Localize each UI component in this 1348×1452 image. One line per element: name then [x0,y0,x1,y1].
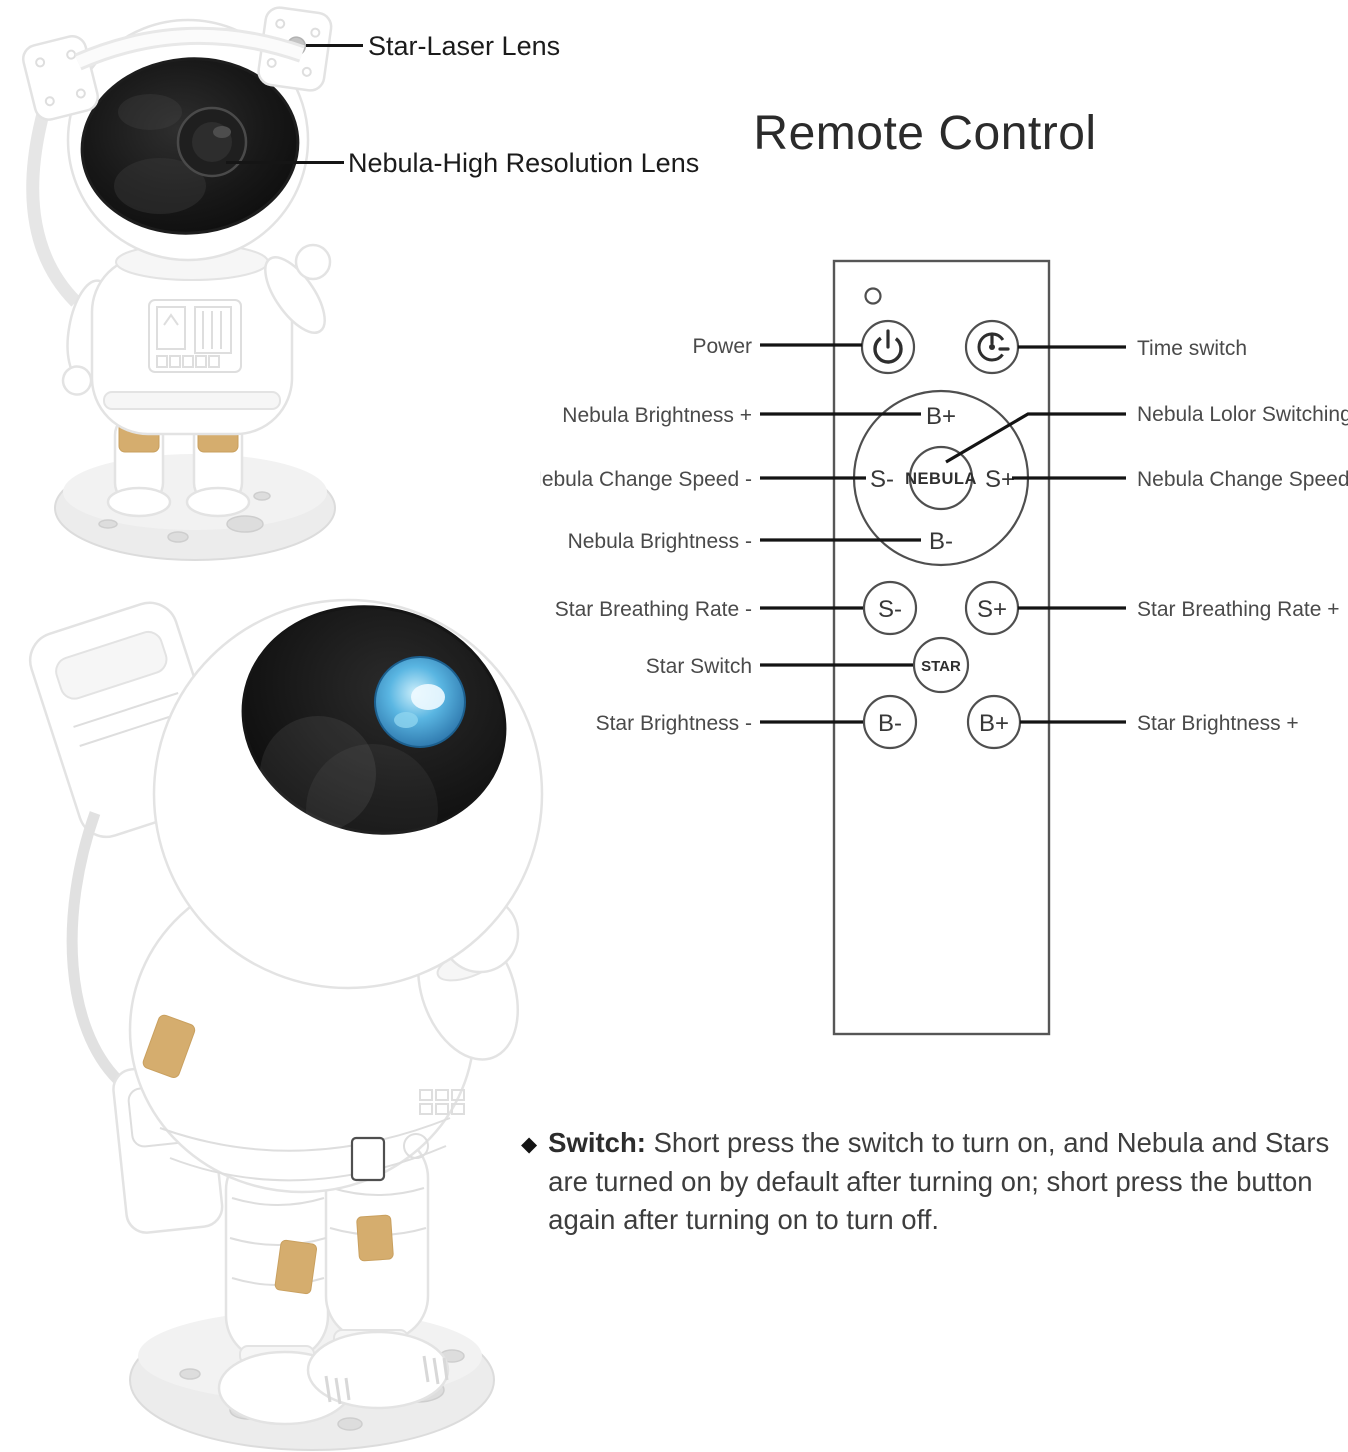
label-power: Power [692,335,752,358]
star-button-s-minus: S- [862,580,918,636]
star-switch-button: STAR [912,636,970,694]
star-button-s-plus: S+ [964,580,1020,636]
label-nebula-change-speed-plus: Nebula Change Speed + [1137,468,1348,491]
label-star-brightness-plus: Star Brightness + [1137,712,1299,735]
remote-labels-left: Power Nebula Brightness + Nebula Change … [540,335,752,735]
nebula-dial: B+ S- NEBULA S+ B- [852,389,1030,567]
star-laser-lens-label: Star-Laser Lens [368,31,561,61]
svg-text:S+: S+ [977,596,1007,623]
power-icon [873,329,903,364]
time-switch-button [964,319,1020,375]
timer-clock-icon [977,332,1010,362]
label-time-switch: Time switch [1137,337,1247,360]
label-nebula-color-switching: Nebula Lolor Switching [1137,403,1348,426]
diamond-bullet: ◆ [521,1133,538,1156]
star-button-b-plus: B+ [966,694,1022,750]
power-button [860,319,916,375]
label-star-breathing-rate-plus: Star Breathing Rate + [1137,598,1340,621]
switch-note-label: Switch: [548,1127,646,1158]
svg-text:S-: S- [878,596,902,623]
chest-control-panel-top [148,299,242,373]
callout-line-nebula-lens [226,161,344,164]
nebula-lens-glow [374,656,466,748]
callout-lines-left [760,343,921,724]
remote-control-title: Remote Control [753,107,1097,160]
label-star-breathing-rate-minus: Star Breathing Rate - [555,598,752,621]
switch-note: ◆ Switch: Short press the switch to turn… [521,1124,1348,1240]
star-button-b-minus: B- [862,694,918,750]
callout-lines-right [945,345,1126,724]
svg-text:STAR: STAR [921,658,961,675]
dial-s-plus: S+ [985,466,1015,493]
remote-labels-right: Time switch Nebula Lolor Switching Nebul… [1137,337,1348,735]
switch-note-text: Switch: Short press the switch to turn o… [548,1124,1346,1240]
nebula-lens-label: Nebula-High Resolution Lens [348,148,700,178]
shoulder-strap-top [26,108,81,307]
callout-line-star-laser [306,44,363,47]
svg-text:B+: B+ [979,710,1009,737]
dial-nebula-label: NEBULA [905,470,977,488]
label-star-switch: Star Switch [646,655,752,678]
label-nebula-brightness-plus: Nebula Brightness + [562,404,752,427]
astronaut-product-photo-top [21,6,336,561]
astronaut-right-arm-top [264,243,332,334]
astronaut-product-photo-bottom [28,598,544,1451]
label-nebula-change-speed-minus: Nebula Change Speed - [540,468,752,491]
switch-note-body: Short press the switch to turn on, and N… [548,1127,1330,1235]
nebula-lens-top [176,106,248,178]
nebula-center-button [908,445,974,511]
svg-text:B-: B- [878,710,902,737]
dial-s-minus: S- [870,466,894,493]
label-nebula-brightness-minus: Nebula Brightness - [568,530,752,553]
dial-b-minus: B- [929,528,953,555]
led-indicator-dot [864,287,882,305]
helmet-band-top-highlight [75,29,304,68]
astronaut-body-top [90,243,294,436]
chest-keypad [419,1089,465,1115]
remote-control-diagram: B+ S- NEBULA S+ B- S- S+ STAR B- B+ [540,259,1348,1036]
astronaut-boots-bottom [217,1330,450,1426]
dial-b-plus: B+ [926,403,956,430]
left-ear-panel-top [21,35,100,121]
label-star-brightness-minus: Star Brightness - [596,712,752,735]
